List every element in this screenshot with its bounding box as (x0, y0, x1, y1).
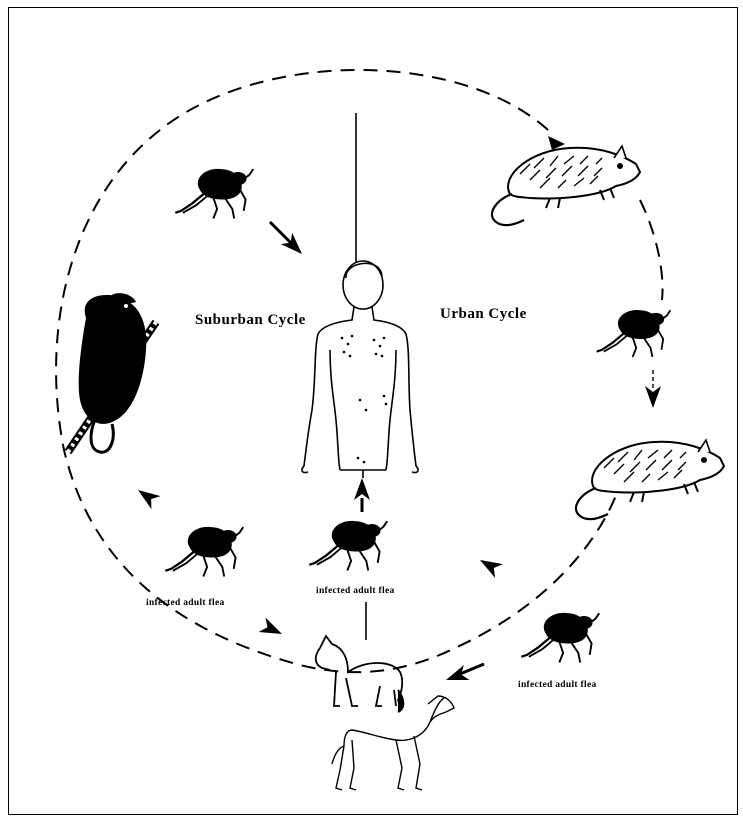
arrowhead-icon (476, 553, 503, 578)
arrowhead-icon (133, 483, 160, 509)
flea-icon-center (309, 521, 387, 571)
arrowhead-icon (259, 617, 286, 641)
flea-label-left: infected adult flea (146, 598, 225, 608)
flea-label-right: infected adult flea (518, 680, 597, 690)
cat-tail-icon (398, 690, 403, 712)
flea-label-center: infected adult flea (316, 586, 395, 596)
flea-icon-lower-right (521, 613, 599, 663)
squirrel-icon (68, 293, 156, 452)
bubo-marks (341, 335, 388, 464)
arrowhead-icon (354, 478, 370, 500)
rat-icon-top (492, 146, 640, 225)
flea-icon-lower-left (165, 527, 243, 577)
urban-cycle-label: Urban Cycle (440, 306, 527, 323)
arrow-shaft-upper-left (270, 222, 294, 246)
rat-icon-bottom (576, 440, 724, 519)
flea-icon-upper-left (175, 169, 253, 219)
dog-icon (332, 696, 454, 790)
human-figure-icon (302, 261, 418, 478)
arrowhead-icon (645, 386, 661, 408)
flea-icon-right (597, 310, 671, 357)
suburban-cycle-label: Suburban Cycle (195, 312, 306, 329)
urban-arc-right (640, 200, 663, 300)
arrowhead-icon (443, 665, 469, 688)
